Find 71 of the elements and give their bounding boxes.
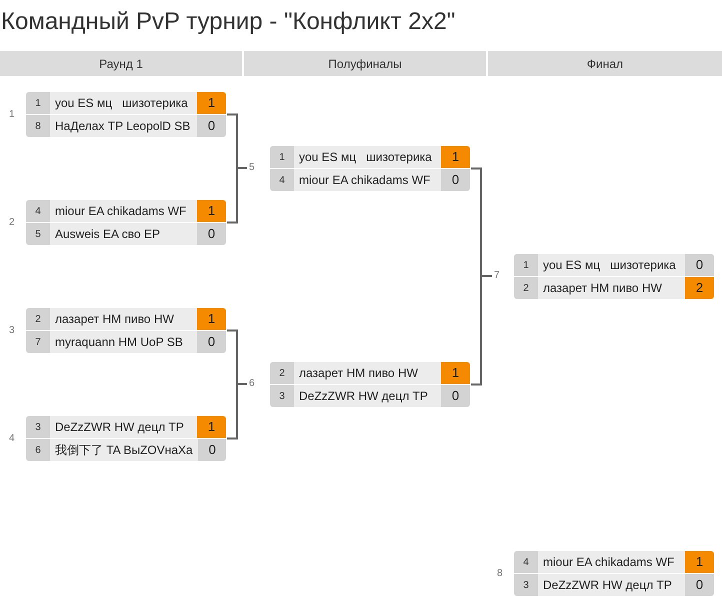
seed-number: 1: [26, 92, 50, 114]
seed-number: 2: [514, 277, 538, 299]
score: 0: [441, 169, 470, 191]
winner-score: 2: [685, 277, 714, 299]
score: 0: [197, 331, 226, 353]
match-card: [270, 362, 470, 407]
team-name: you ES мц шизотерика: [54, 95, 189, 112]
match-number: 2: [9, 216, 15, 230]
team-name: miour EA chikadams WF: [298, 172, 432, 189]
team-name: DeZzZWR HW децл TP: [54, 419, 185, 436]
match-number: 1: [9, 108, 15, 122]
round-header: Финал: [488, 51, 722, 76]
bracket-line: [471, 275, 492, 386]
team-name: miour EA chikadams WF: [54, 203, 188, 220]
match-number: 3: [9, 324, 15, 338]
match-card: [26, 200, 226, 245]
team-name: you ES мц шизотерика: [298, 149, 433, 166]
match-card: [26, 92, 226, 137]
score: 0: [685, 254, 714, 276]
match-card: [26, 308, 226, 353]
seed-number: 3: [514, 574, 538, 596]
seed-number: 5: [26, 223, 50, 245]
team-name: 我倒下了 TA ВыZOVнаХа: [54, 442, 194, 459]
team-name: лазарет HM пиво HW: [298, 365, 419, 382]
match-number: 8: [497, 566, 503, 580]
match-card: [26, 416, 226, 461]
winner-score: 1: [197, 308, 226, 330]
match-number: 6: [249, 377, 255, 391]
team-name: лазарет HM пиво HW: [542, 280, 663, 297]
score: 0: [685, 574, 714, 596]
round-header: Полуфиналы: [244, 51, 486, 76]
team-name: miour EA chikadams WF: [542, 554, 676, 571]
bracket-line: [227, 383, 247, 440]
seed-number: 4: [270, 169, 294, 191]
bracket-line: [227, 167, 247, 224]
score: 0: [197, 223, 226, 245]
team-name: НаДелах TP LeopolD SB: [54, 118, 192, 135]
winner-score: 1: [197, 416, 226, 438]
winner-score: 1: [197, 92, 226, 114]
round-header: Раунд 1: [0, 51, 242, 76]
seed-number: 2: [270, 362, 294, 384]
score: 0: [441, 385, 470, 407]
team-name: myraquann HM UoP SB: [54, 334, 184, 351]
seed-number: 3: [270, 385, 294, 407]
match-number: 4: [9, 432, 15, 446]
seed-number: 3: [26, 416, 50, 438]
match-card: [270, 146, 470, 191]
page-title: Командный PvP турнир - "Конфликт 2x2": [1, 7, 456, 37]
seed-number: 1: [270, 146, 294, 168]
seed-number: 4: [514, 551, 538, 573]
team-name: Ausweis EA сво EP: [54, 226, 161, 243]
team-name: лазарет HM пиво HW: [54, 311, 175, 328]
match-number: 7: [494, 269, 500, 283]
winner-score: 1: [441, 362, 470, 384]
seed-number: 2: [26, 308, 50, 330]
seed-number: 6: [26, 439, 50, 461]
team-name: you ES мц шизотерика: [542, 257, 677, 274]
winner-score: 1: [197, 200, 226, 222]
match-card: [514, 551, 714, 596]
score: 0: [198, 439, 226, 461]
match-number: 5: [249, 161, 255, 175]
score: 0: [197, 115, 226, 137]
match-card: [514, 254, 714, 299]
seed-number: 8: [26, 115, 50, 137]
seed-number: 1: [514, 254, 538, 276]
seed-number: 4: [26, 200, 50, 222]
team-name: DeZzZWR HW децл TP: [542, 577, 673, 594]
seed-number: 7: [26, 331, 50, 353]
winner-score: 1: [685, 551, 714, 573]
team-name: DeZzZWR HW децл TP: [298, 388, 429, 405]
winner-score: 1: [441, 146, 470, 168]
